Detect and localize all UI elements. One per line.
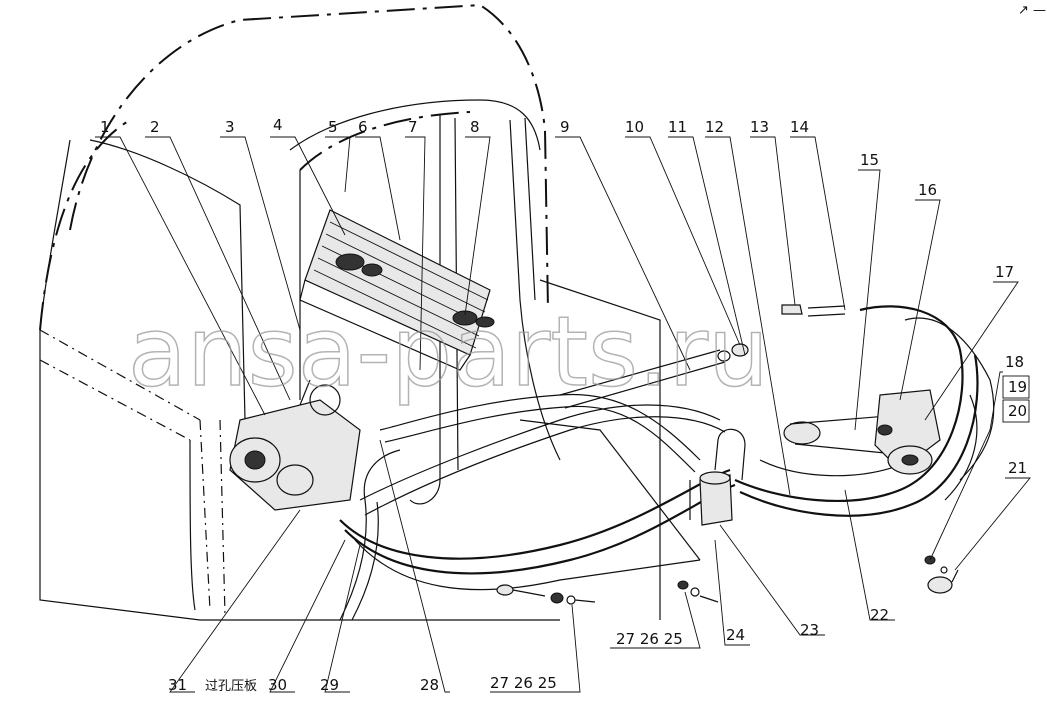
callout-20: 20 (1008, 402, 1027, 420)
callout-23: 23 (800, 621, 819, 639)
callout-21: 21 (1008, 459, 1027, 477)
callout-12: 12 (705, 118, 724, 136)
callout-10: 10 (625, 118, 644, 136)
callout-31: 31 (168, 676, 187, 694)
receiver-drier (689, 428, 746, 526)
callout-18: 18 (1005, 353, 1024, 371)
callout-14: 14 (790, 118, 809, 136)
callout-29: 29 (320, 676, 339, 694)
callout-24: 24 (726, 626, 745, 644)
cab-outline (39, 3, 560, 621)
callout-boxes (1002, 375, 1030, 423)
callout-17: 17 (995, 263, 1014, 281)
callout-labels: 1 2 3 4 5 6 7 8 9 10 11 12 13 14 15 16 1… (100, 3, 1046, 694)
callout-3: 3 (225, 118, 235, 136)
callout-2: 2 (150, 118, 160, 136)
callout-13: 13 (750, 118, 769, 136)
callout-9: 9 (560, 118, 570, 136)
evaporator-unit (229, 379, 361, 511)
callout-7: 7 (408, 118, 418, 136)
leader-lines (95, 136, 1031, 693)
callout-4: 4 (273, 116, 283, 134)
callout-11: 11 (668, 118, 687, 136)
compressor (783, 389, 941, 475)
callout-19: 19 (1008, 378, 1027, 396)
corner-mark: ↗ — (1018, 3, 1046, 18)
callout-22: 22 (870, 606, 889, 624)
callout-6: 6 (358, 118, 368, 136)
heat-exchanger-core (299, 209, 495, 371)
watermark: ansa-parts.ru (128, 296, 769, 408)
callout-30: 30 (268, 676, 287, 694)
callout-1: 1 (100, 118, 110, 136)
callout-5: 5 (328, 118, 338, 136)
grommet-plate-label: 过孔压板 (205, 679, 257, 694)
callout-15: 15 (860, 151, 879, 169)
callout-28: 28 (420, 676, 439, 694)
callout-group-27-26-25-left: 27 26 25 (490, 674, 557, 692)
callout-16: 16 (918, 181, 937, 199)
callout-group-27-26-25-right: 27 26 25 (616, 630, 683, 648)
door-frame (409, 115, 661, 620)
callout-8: 8 (470, 118, 480, 136)
fittings (496, 304, 959, 605)
